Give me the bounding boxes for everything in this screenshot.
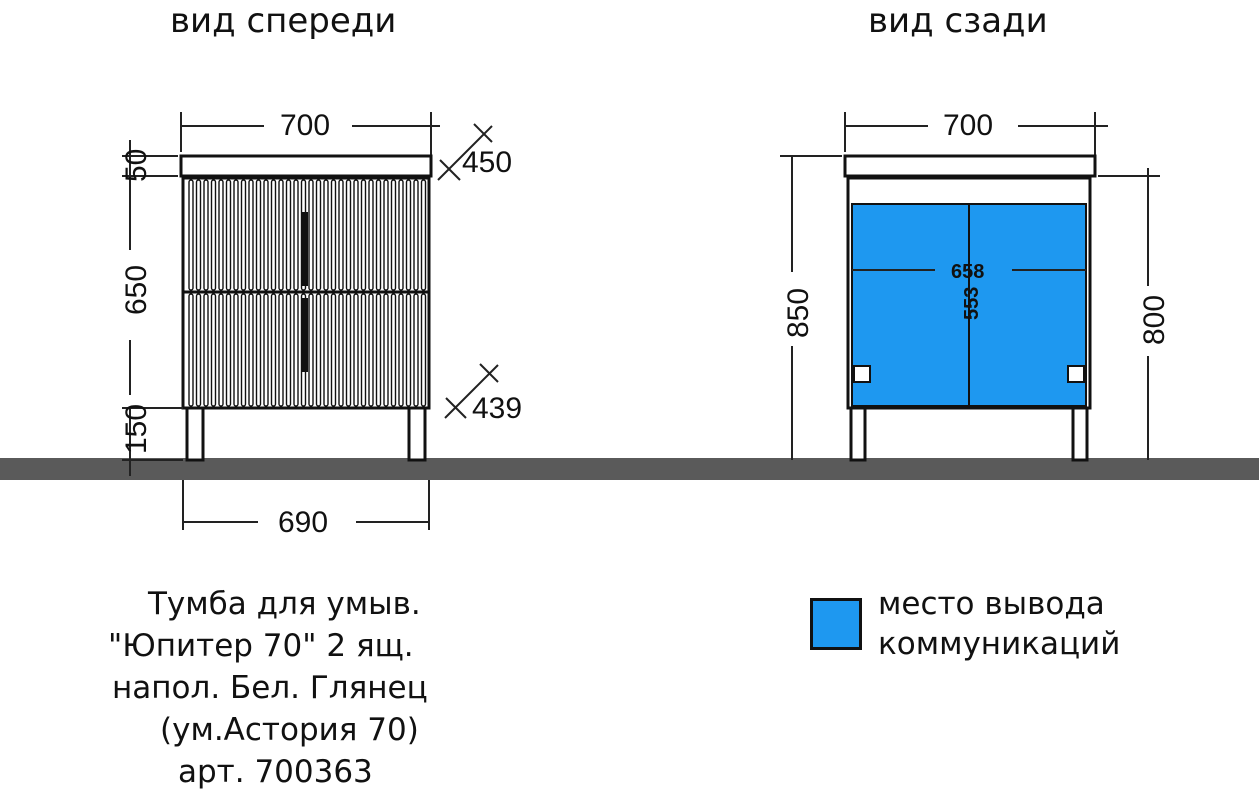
floor-line — [0, 458, 1259, 480]
flute-line — [203, 179, 209, 291]
flute-line — [218, 179, 224, 291]
flute-line — [420, 179, 427, 291]
flute-line — [315, 293, 322, 407]
flute-line — [398, 293, 404, 407]
drawer-handle-bottom — [301, 298, 308, 372]
opening-height-label: 553 — [961, 287, 983, 320]
flute-line — [233, 293, 239, 407]
flute-line — [420, 293, 427, 407]
countertop — [179, 154, 433, 178]
flute-line — [413, 179, 419, 291]
flute-line — [278, 179, 284, 291]
flute-line — [263, 179, 269, 291]
back-leg-right — [1071, 406, 1089, 462]
flute-line — [345, 179, 352, 291]
flute-line — [285, 293, 292, 407]
flute-line — [195, 293, 202, 407]
flute-line — [375, 293, 382, 407]
back-countertop — [843, 154, 1097, 178]
legend-swatch — [810, 598, 862, 650]
flute-line — [255, 179, 262, 291]
flute-line — [390, 179, 397, 291]
flute-line — [368, 179, 374, 291]
back-body-height-label: 800 — [1138, 295, 1171, 345]
flute-line — [405, 179, 412, 291]
flute-line — [398, 179, 404, 291]
flute-line — [330, 179, 337, 291]
flute-line — [323, 293, 329, 407]
front-depth-bottom-label: 439 — [472, 392, 522, 425]
flute-line — [225, 179, 232, 291]
flute-line — [248, 179, 254, 291]
flute-line — [383, 179, 389, 291]
flute-line — [413, 293, 419, 407]
flute-line — [293, 293, 299, 407]
flute-line — [203, 293, 209, 407]
caption-line-5: арт. 700363 — [178, 754, 373, 790]
front-width-top-label: 700 — [280, 109, 330, 142]
caption-line-4: (ум.Астория 70) — [160, 712, 419, 748]
flute-line — [353, 179, 359, 291]
flute-line — [338, 179, 344, 291]
flute-line — [375, 179, 382, 291]
flute-line — [263, 293, 269, 407]
front-body-height-label: 650 — [120, 265, 153, 315]
front-leg-right — [407, 406, 427, 462]
front-leg-left — [185, 406, 205, 462]
flute-line — [278, 293, 284, 407]
flute-line — [360, 179, 367, 291]
flute-line — [390, 293, 397, 407]
flute-line — [405, 293, 412, 407]
flute-line — [345, 293, 352, 407]
caption-line-1: Тумба для умыв. — [148, 586, 421, 622]
back-width-top-label: 700 — [943, 109, 993, 142]
flute-line — [323, 179, 329, 291]
front-view: 700 450 50 650 150 439 — [120, 109, 522, 539]
back-view-title: вид сзади — [868, 1, 1048, 41]
flute-line — [225, 293, 232, 407]
flute-line — [330, 293, 337, 407]
caption-line-2: "Юпитер 70" 2 ящ. — [108, 628, 414, 664]
flute-line — [353, 293, 359, 407]
caption-line-3: напол. Бел. Глянец — [112, 670, 428, 706]
flute-line — [308, 179, 314, 291]
flute-line — [285, 179, 292, 291]
legend-line-2: коммуникаций — [878, 626, 1121, 662]
flute-line — [210, 293, 217, 407]
front-view-title: вид спереди — [170, 1, 396, 41]
back-leg-left — [849, 406, 867, 462]
flute-line — [240, 293, 247, 407]
front-width-bottom-label: 690 — [278, 506, 328, 539]
flute-line — [368, 293, 374, 407]
opening-width-label: 658 — [951, 261, 984, 283]
flute-line — [315, 179, 322, 291]
flute-line — [270, 179, 277, 291]
flute-line — [188, 179, 194, 291]
flute-line — [360, 293, 367, 407]
flute-line — [195, 179, 202, 291]
back-cutout-right — [1067, 365, 1085, 383]
flute-line — [308, 293, 314, 407]
flute-line — [383, 293, 389, 407]
flute-line — [248, 293, 254, 407]
front-legs-height-label: 150 — [120, 404, 153, 454]
back-view: 700 658 553 850 800 — [780, 109, 1171, 462]
flute-line — [188, 293, 194, 407]
flute-line — [210, 179, 217, 291]
front-depth-top-label: 450 — [462, 146, 512, 179]
back-cutout-left — [853, 365, 871, 383]
back-total-height-label: 850 — [782, 288, 815, 338]
flute-line — [255, 293, 262, 407]
legend-line-1: место вывода — [878, 586, 1105, 622]
flute-line — [293, 179, 299, 291]
flute-line — [270, 293, 277, 407]
drawer-handle-top — [301, 212, 308, 286]
flute-line — [240, 179, 247, 291]
flute-line — [233, 179, 239, 291]
flute-line — [338, 293, 344, 407]
front-top-panel-height-label: 50 — [120, 149, 153, 182]
flute-line — [218, 293, 224, 407]
